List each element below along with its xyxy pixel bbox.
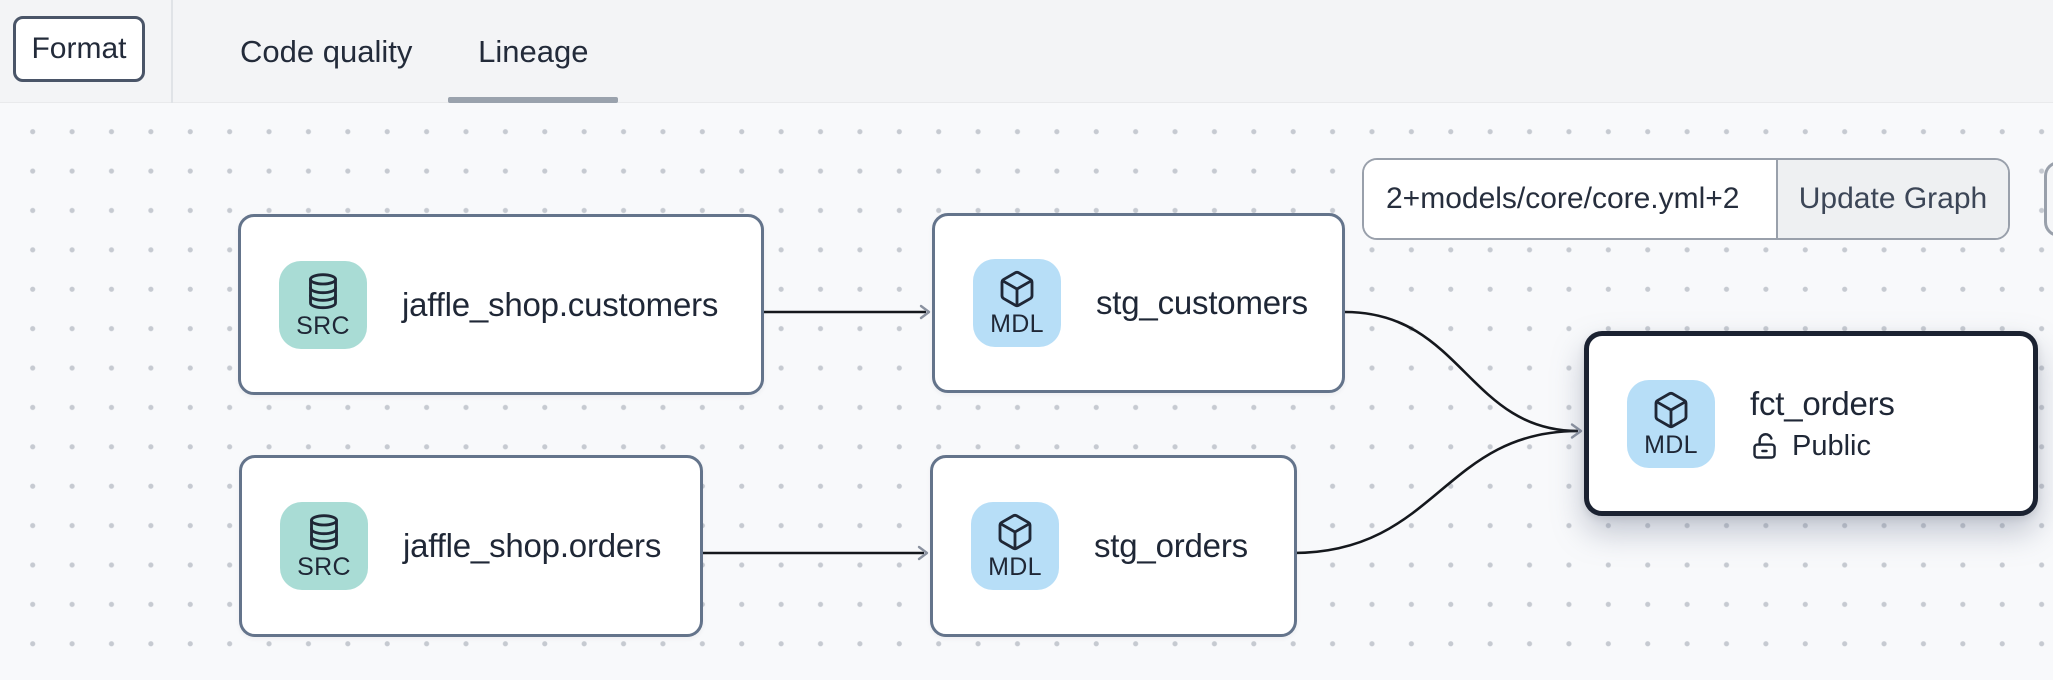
unlock-icon — [1753, 432, 1776, 459]
node-label: stg_customers — [1096, 284, 1308, 321]
cube-icon — [1654, 391, 1688, 428]
cube-icon — [998, 513, 1032, 551]
tab-bar: Code quality Lineage — [204, 0, 619, 103]
database-icon — [309, 272, 337, 309]
cube-icon — [1000, 270, 1034, 308]
badge-label: SRC — [296, 311, 350, 340]
model-selector-input[interactable] — [1364, 160, 1776, 238]
badge-label: SRC — [297, 553, 351, 581]
update-graph-button[interactable]: Update Graph — [1776, 160, 2008, 238]
model-badge: MDL — [973, 259, 1061, 347]
clipped-control[interactable] — [2044, 161, 2053, 237]
top-bar: Format Code quality Lineage — [0, 0, 2053, 103]
toolbar-divider — [171, 0, 173, 103]
node-label: jaffle_shop.customers — [402, 285, 719, 323]
graph-node-stg-orders[interactable]: MDL stg_orders — [930, 455, 1297, 637]
node-label: fct_orders — [1750, 384, 1895, 422]
graph-node-fct-orders-selected[interactable]: MDL fct_orders Public — [1584, 331, 2038, 516]
model-badge: MDL — [1627, 379, 1715, 468]
graph-node-jaffle-shop-customers[interactable]: SRC jaffle_shop.customers — [238, 214, 764, 395]
badge-label: MDL — [1644, 430, 1698, 459]
node-access-row: Public — [1750, 430, 1895, 463]
badge-label: MDL — [990, 310, 1044, 338]
model-selector-group: Update Graph — [1362, 158, 2010, 240]
source-badge: SRC — [280, 502, 368, 590]
node-text-column: fct_orders Public — [1750, 385, 1895, 463]
database-icon — [310, 514, 338, 551]
tab-code-quality[interactable]: Code quality — [240, 33, 413, 69]
tab-lineage[interactable]: Lineage — [448, 0, 619, 103]
source-badge: SRC — [279, 260, 367, 349]
access-label: Public — [1792, 429, 1871, 462]
node-label: stg_orders — [1094, 527, 1248, 564]
graph-node-stg-customers[interactable]: MDL stg_customers — [932, 213, 1345, 393]
model-badge: MDL — [971, 502, 1059, 590]
format-button[interactable]: Format — [13, 16, 145, 82]
graph-node-jaffle-shop-orders[interactable]: SRC jaffle_shop.orders — [239, 455, 703, 637]
node-label: jaffle_shop.orders — [403, 527, 662, 564]
badge-label: MDL — [988, 553, 1042, 581]
